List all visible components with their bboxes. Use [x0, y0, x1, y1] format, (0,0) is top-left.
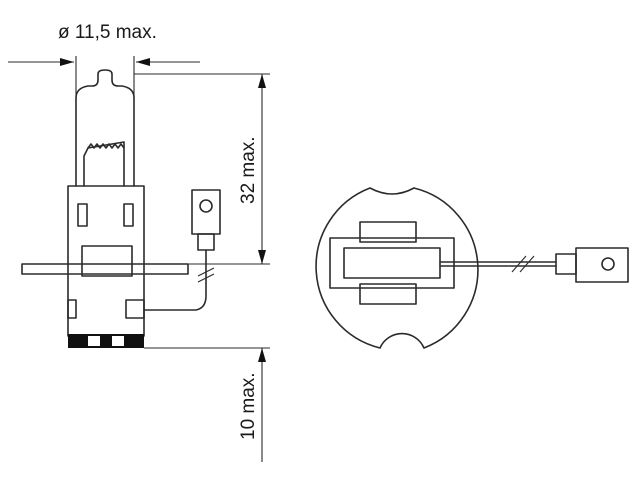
diameter-arrow-right: [136, 58, 150, 66]
top-view-outer-rect: [329, 237, 455, 289]
wire-break-mark-1: [197, 267, 215, 277]
base-dimension: 10 max.: [144, 347, 270, 462]
base-contact-gap-left: [88, 336, 100, 346]
height-arrow-top: [258, 74, 266, 88]
lead-wire: [143, 249, 207, 311]
height-label: 32 max.: [238, 136, 259, 204]
side-lead-wire: [143, 189, 221, 311]
base-label: 10 max.: [238, 372, 259, 440]
top-wire-break-mark-2: [519, 255, 535, 273]
socket-tab-right: [125, 299, 145, 319]
socket-inner-rect: [81, 245, 133, 277]
connector-hole: [199, 199, 213, 213]
diameter-arrow-left: [60, 58, 74, 66]
base-contact-gap-right: [112, 336, 124, 346]
diameter-dimension: ø 11,5 max.: [8, 22, 200, 100]
base-contact: [68, 334, 144, 348]
top-connector-hole: [601, 257, 615, 271]
top-connector-neck: [555, 253, 577, 275]
top-view-inner-rect: [343, 247, 441, 279]
glass-envelope: [75, 69, 135, 187]
bulb-side-view: [21, 69, 189, 348]
height-arrow-bottom: [258, 250, 266, 264]
top-view-outline: [315, 187, 479, 349]
socket-window-left: [77, 203, 88, 227]
wire-break-mark-2: [197, 273, 215, 283]
connector-neck: [197, 233, 215, 251]
bulb-top-view: [315, 187, 629, 349]
top-wire-break-mark-1: [511, 255, 527, 273]
top-view-upper-tab: [359, 221, 417, 243]
top-connector-body: [575, 247, 629, 283]
diameter-label: ø 11,5 max.: [58, 22, 157, 43]
base-arrow-top: [258, 348, 266, 362]
height-dimension: 32 max.: [134, 73, 270, 265]
top-view-lower-tab: [359, 283, 417, 305]
filament-coil: [87, 143, 125, 149]
connector-body: [191, 189, 221, 235]
socket-window-right: [123, 203, 134, 227]
mounting-flange: [21, 263, 189, 275]
socket-tab-left: [67, 299, 77, 319]
